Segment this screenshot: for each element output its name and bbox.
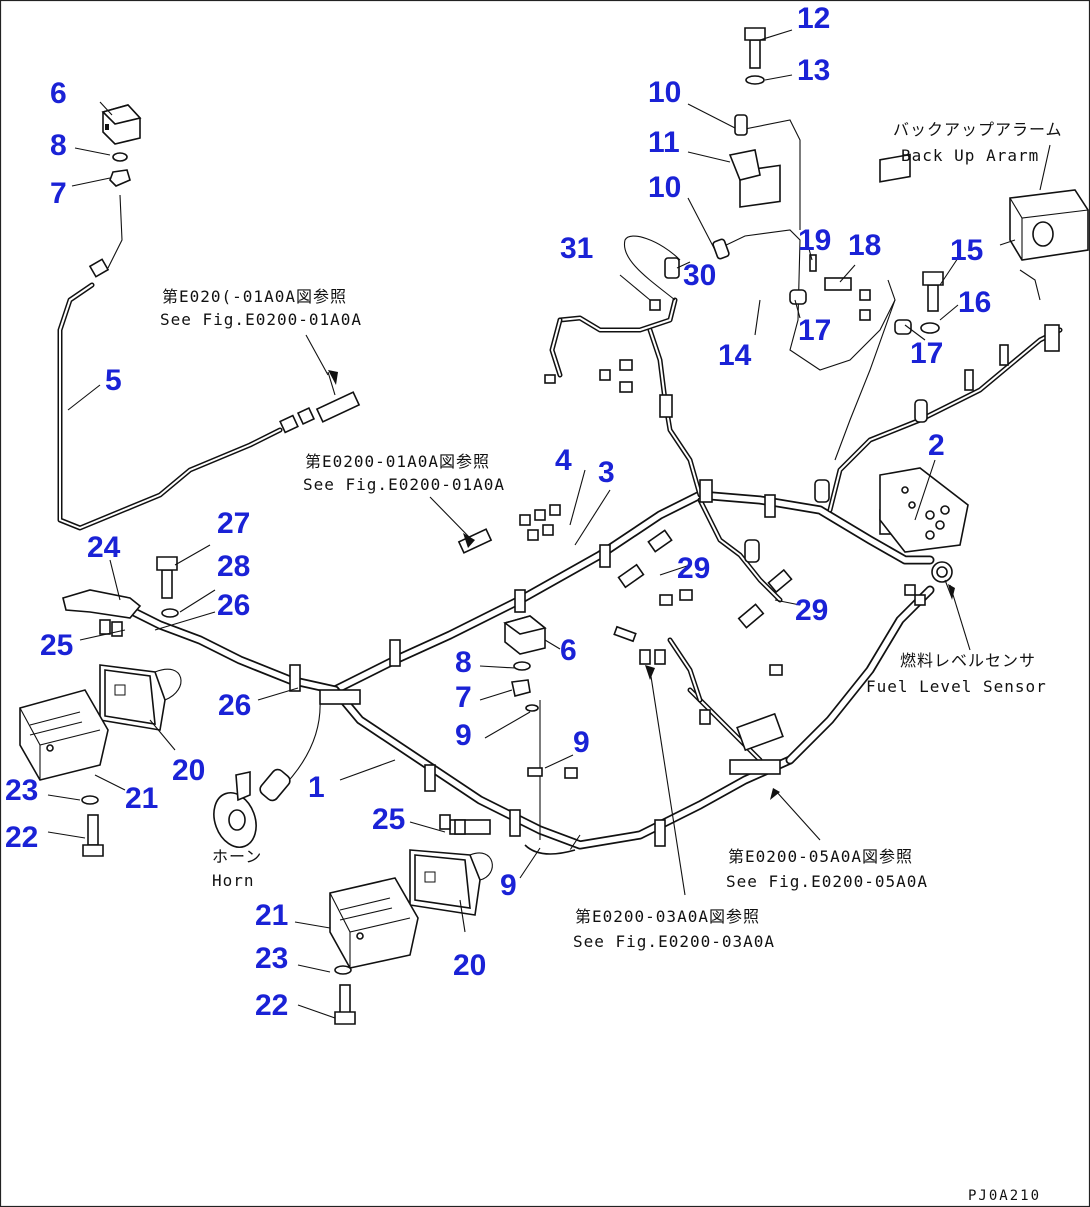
callout-29: 29 — [795, 594, 828, 627]
leader-arrowheads — [328, 370, 955, 800]
note-ref2-en: See Fig.E0200-01A0A — [303, 475, 505, 494]
callout-numbers: 6 8 7 5 12 13 10 11 10 19 18 15 16 31 30… — [5, 2, 991, 1022]
callout-9: 9 — [500, 869, 517, 902]
callout-24: 24 — [87, 531, 121, 564]
callout-19: 19 — [798, 224, 831, 257]
callout-2: 2 — [928, 429, 945, 462]
callout-8: 8 — [50, 129, 67, 162]
note-ref1-en: See Fig.E0200-01A0A — [160, 310, 362, 329]
callout-3: 3 — [598, 456, 615, 489]
callout-31: 31 — [560, 232, 593, 265]
note-ref1-jp: 第E020(-01A0A図参照 — [162, 287, 347, 306]
callout-9: 9 — [573, 726, 590, 759]
callout-17: 17 — [798, 314, 831, 347]
callout-23: 23 — [5, 774, 38, 807]
note-ref3-jp: 第E0200-05A0A図参照 — [728, 847, 913, 866]
callout-26: 26 — [218, 689, 251, 722]
callout-27: 27 — [217, 507, 250, 540]
callout-22: 22 — [5, 821, 38, 854]
callout-7: 7 — [455, 681, 472, 714]
drawing-code: PJ0A210 — [968, 1188, 1041, 1204]
callout-12: 12 — [797, 2, 830, 35]
note-ref2-jp: 第E0200-01A0A図参照 — [305, 452, 490, 471]
callout-9: 9 — [455, 719, 472, 752]
callout-8: 8 — [455, 646, 472, 679]
callout-11: 11 — [648, 126, 680, 159]
label-fuel-sensor-jp: 燃料レベルセンサ — [900, 651, 1036, 670]
lamp-guard-part-21-left — [19, 689, 109, 781]
callout-10: 10 — [648, 171, 681, 204]
connector-panel-part-2 — [879, 467, 969, 553]
work-lamp-part-20-right — [409, 849, 493, 916]
ref-connector-01A0A — [457, 528, 493, 554]
horn — [213, 768, 291, 848]
callout-25: 25 — [372, 803, 405, 836]
callout-16: 16 — [958, 286, 991, 319]
callout-4: 4 — [555, 444, 572, 477]
callout-17: 17 — [910, 337, 943, 370]
callout-7: 7 — [50, 177, 67, 210]
relay-part-6-top — [101, 104, 142, 187]
rear-sub-harness — [549, 114, 896, 461]
callout-21: 21 — [255, 899, 288, 932]
callout-18: 18 — [848, 229, 881, 262]
callout-28: 28 — [217, 550, 250, 583]
callout-29: 29 — [677, 552, 710, 585]
callout-5: 5 — [105, 364, 122, 397]
relay-part-6-mid — [503, 615, 576, 855]
callout-25: 25 — [40, 629, 73, 662]
callout-23: 23 — [255, 942, 288, 975]
label-horn-en: Horn — [212, 871, 255, 890]
callout-13: 13 — [797, 54, 830, 87]
label-horn-jp: ホーン — [212, 847, 262, 866]
note-ref4-en: See Fig.E0200-03A0A — [573, 932, 775, 951]
label-backup-alarm-jp: バックアップアラーム — [893, 120, 1063, 139]
callout-22: 22 — [255, 989, 288, 1022]
callout-26: 26 — [217, 589, 250, 622]
bolts-washers — [81, 27, 944, 1025]
callout-21: 21 — [125, 782, 158, 815]
cable-part-5 — [57, 258, 361, 531]
callout-15: 15 — [950, 234, 983, 267]
note-ref4-jp: 第E0200-03A0A図参照 — [575, 907, 760, 926]
callout-30: 30 — [683, 259, 716, 292]
callout-20: 20 — [172, 754, 205, 787]
callout-6: 6 — [560, 634, 577, 667]
callout-1: 1 — [308, 771, 325, 804]
work-lamp-part-20-left — [99, 664, 182, 731]
label-fuel-sensor-en: Fuel Level Sensor — [866, 677, 1047, 696]
label-backup-alarm-en: Back Up Ararm — [901, 146, 1039, 165]
callout-10: 10 — [648, 76, 681, 109]
lamp-guard-part-21-right — [329, 877, 419, 969]
reference-notes: 第E020(-01A0A図参照 See Fig.E0200-01A0A 第E02… — [160, 120, 1063, 1204]
note-ref3-en: See Fig.E0200-05A0A — [726, 872, 928, 891]
leader-lines — [47, 29, 1051, 1019]
callout-14: 14 — [718, 339, 752, 372]
callout-6: 6 — [50, 77, 67, 110]
backup-alarm — [999, 189, 1089, 301]
callout-20: 20 — [453, 949, 486, 982]
